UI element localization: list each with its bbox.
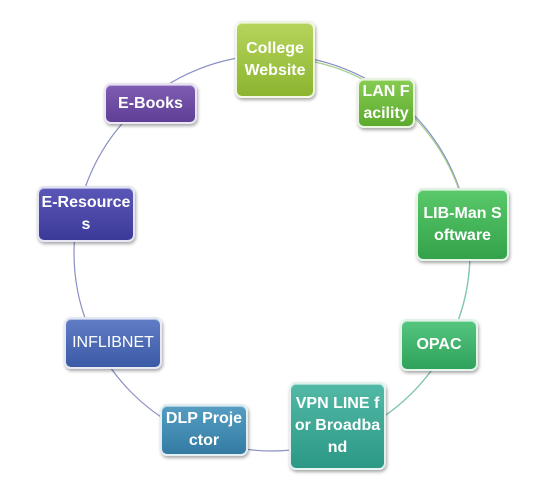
node-college-website-label: College Website <box>244 39 306 79</box>
node-college-website: College Website <box>235 21 315 98</box>
node-vpn-line: VPN LINE for Broadband <box>289 382 386 470</box>
node-libman-software-label: LIB-Man Software <box>423 204 502 244</box>
node-dlp-projector-label: DLP Projector <box>165 410 243 449</box>
node-vpn-line-label: VPN LINE for Broadband <box>294 395 381 456</box>
node-e-resources: E-Resources <box>37 186 135 242</box>
node-e-resources-label: E-Resources <box>41 194 131 233</box>
node-libman-software: LIB-Man Software <box>416 188 509 261</box>
node-lan-facility-label: LAN Facility <box>362 83 410 122</box>
node-opac-label: OPAC <box>416 336 462 353</box>
node-inflibnet-label: INFLIBNET <box>72 334 154 351</box>
node-e-books: E-Books <box>104 83 197 124</box>
node-e-books-label: E-Books <box>118 94 183 112</box>
node-lan-facility: LAN Facility <box>357 78 415 128</box>
node-dlp-projector: DLP Projector <box>160 404 248 456</box>
node-inflibnet: INFLIBNET <box>64 317 162 369</box>
node-opac: OPAC <box>400 319 478 371</box>
